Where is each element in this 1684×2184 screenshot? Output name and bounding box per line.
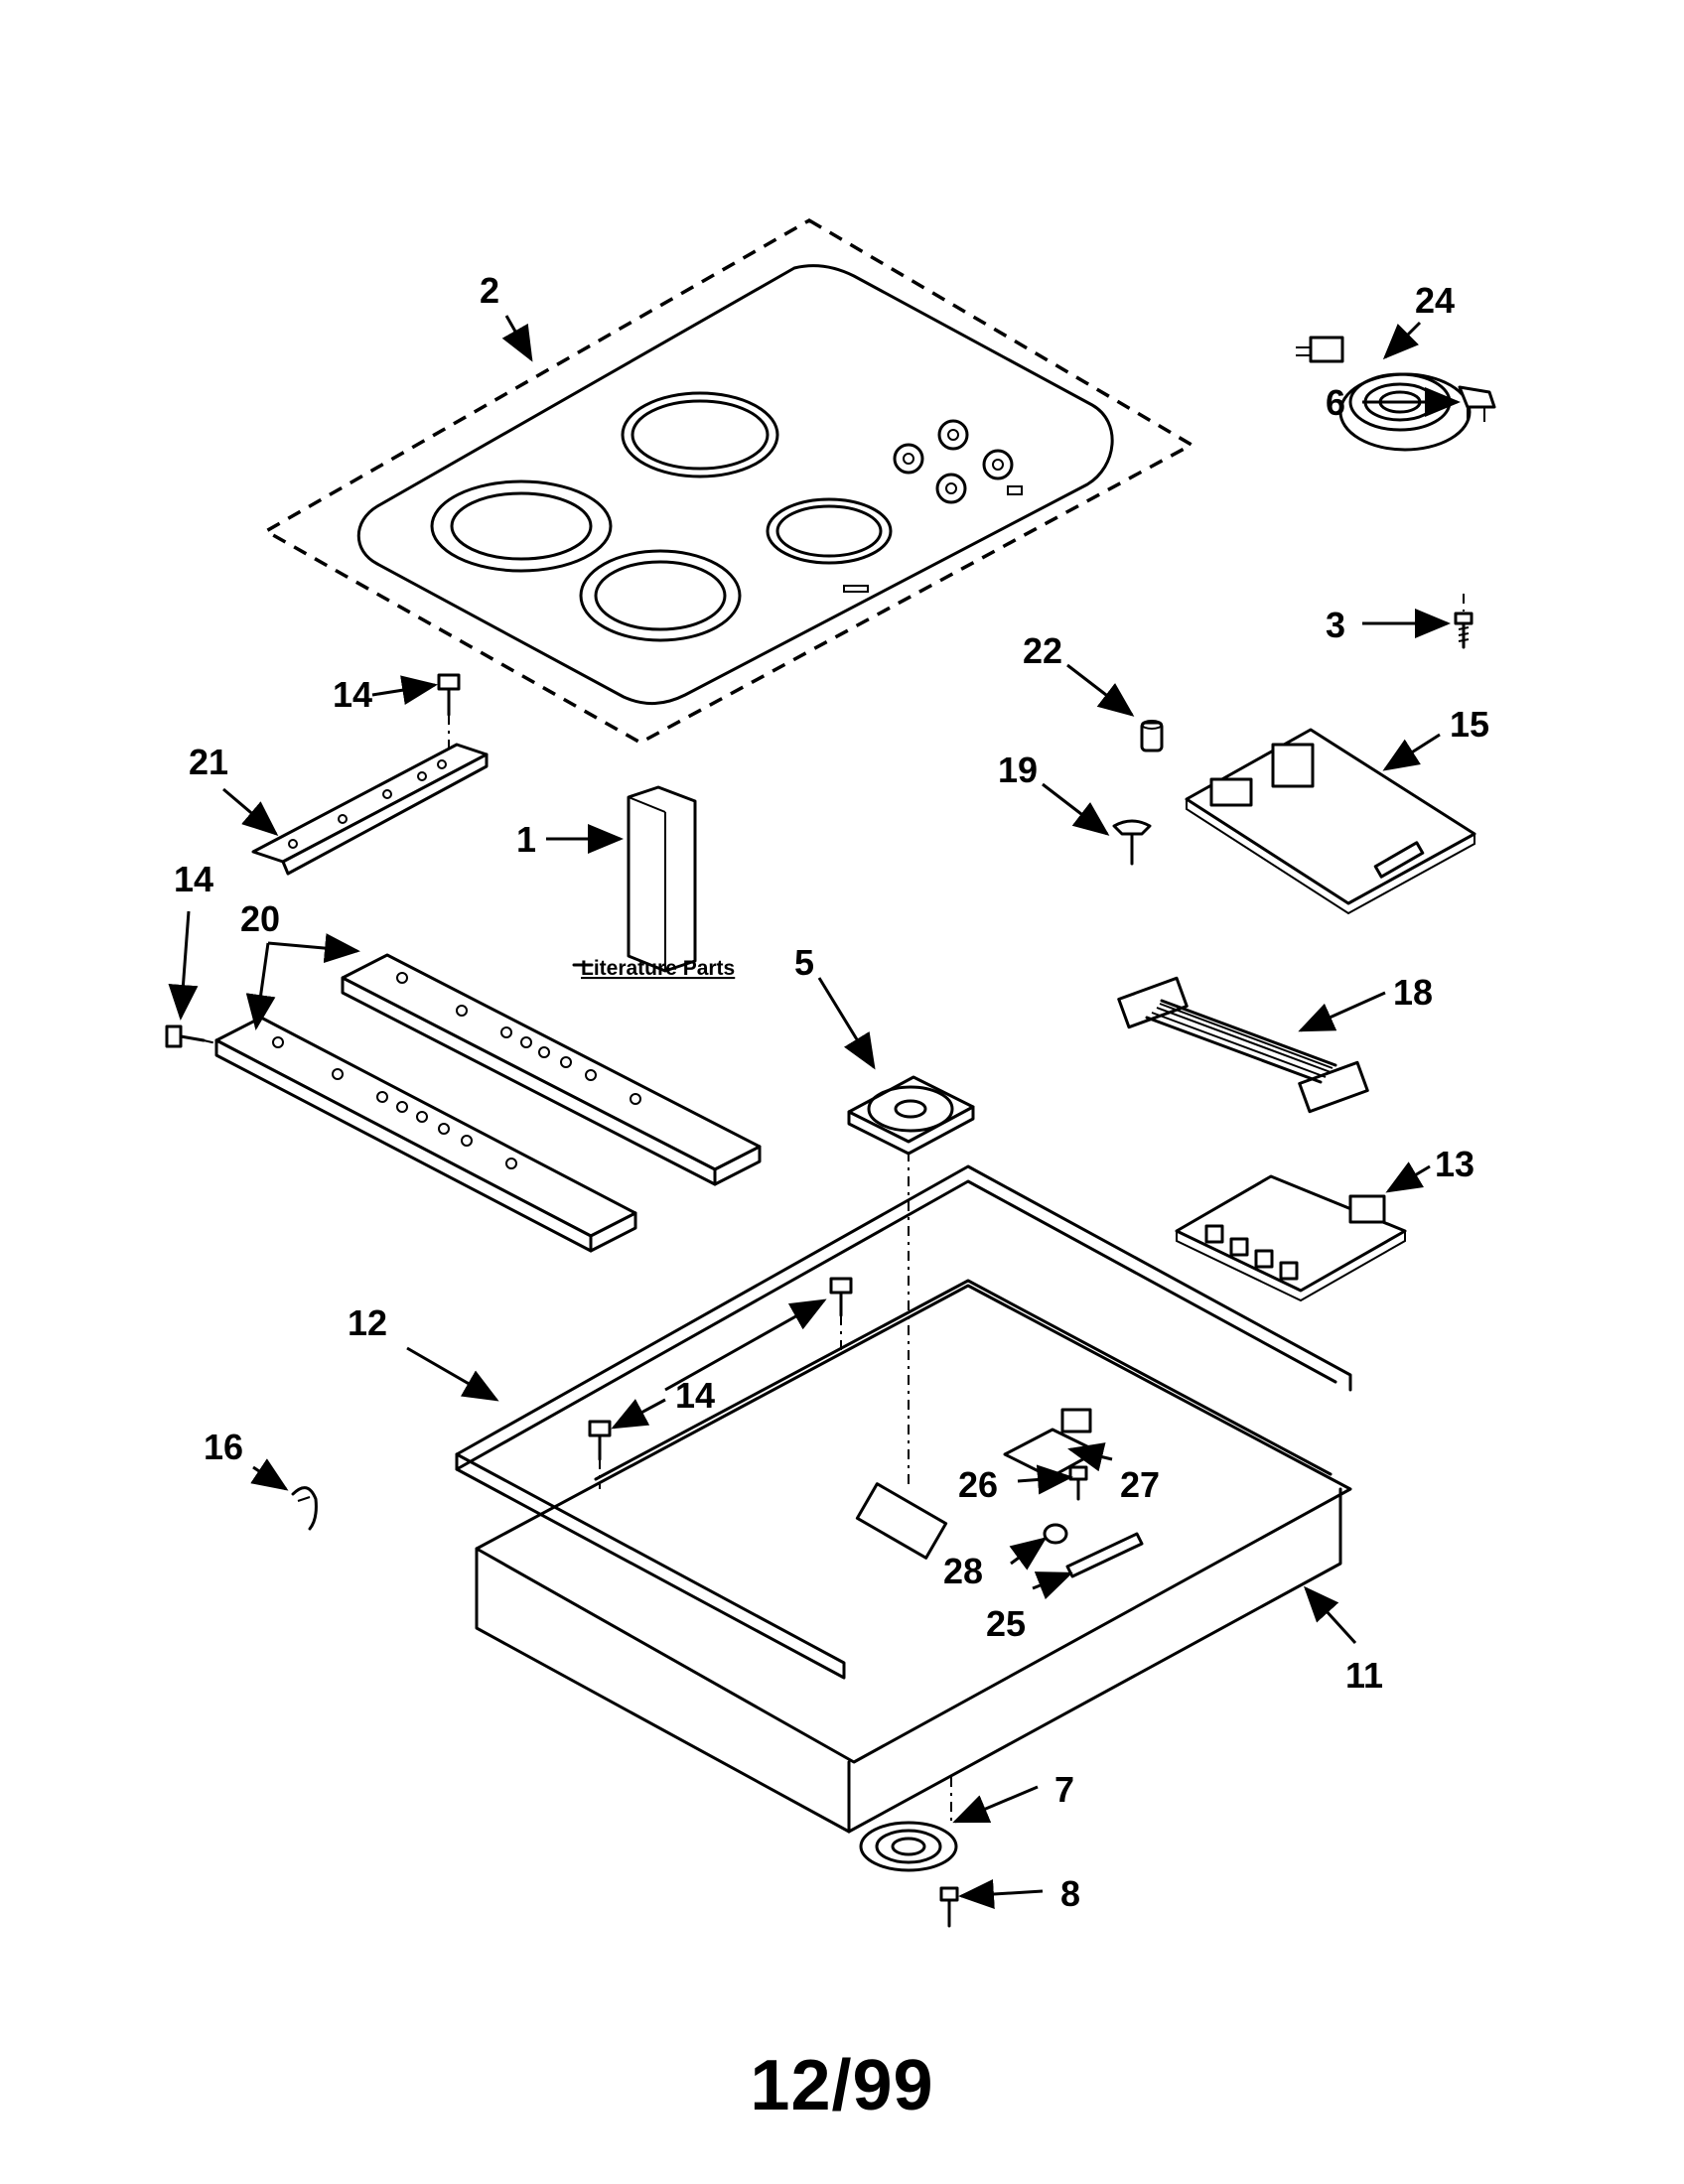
- mounting-bracket-part-20b: [214, 1016, 637, 1253]
- callout-2: 2: [480, 270, 499, 311]
- cooktop-glass-part: [262, 217, 1195, 745]
- callout-27: 27: [1120, 1464, 1160, 1505]
- push-pin-part: [1112, 819, 1152, 866]
- callout-1: 1: [516, 819, 536, 860]
- callout-11: 11: [1345, 1655, 1383, 1696]
- callout-20: 20: [240, 898, 280, 939]
- callout-6: 6: [1326, 382, 1345, 423]
- callout-25: 25: [986, 1603, 1026, 1644]
- footer-date: 12/99: [750, 2046, 934, 2125]
- burner-box-part: [475, 1279, 1352, 1834]
- callout-22: 22: [1023, 630, 1062, 671]
- screw-part-14-left: [165, 1024, 234, 1048]
- callout-15: 15: [1450, 704, 1489, 745]
- callout-3: 3: [1326, 605, 1345, 645]
- radiant-element-part: [1296, 336, 1472, 452]
- callout-7: 7: [1054, 1769, 1074, 1810]
- spacer-part: [1140, 720, 1164, 752]
- relay-board-part: [1175, 1174, 1407, 1302]
- callout-14c: 14: [675, 1375, 715, 1416]
- literature-part: Literature Parts: [572, 785, 735, 980]
- callout-28: 28: [943, 1551, 983, 1591]
- fan-guard-part: [859, 1777, 958, 1872]
- literature-label: Literature Parts: [581, 957, 735, 980]
- mounting-bracket-part-20a: [341, 953, 762, 1186]
- screw-part-8: [939, 1886, 959, 1928]
- callout-labels: 2 24 6 3 22 15 19 14 21 1 14 20 5 18 13 …: [174, 270, 1489, 1914]
- callout-14b: 14: [174, 859, 213, 899]
- element-bracket-part: [1458, 385, 1496, 422]
- screw-part-14-top: [437, 673, 461, 754]
- leader-lines: [168, 315, 1461, 1909]
- screw-part-14-mid: [829, 1277, 853, 1350]
- cooling-fan-part: [847, 1075, 975, 1489]
- callout-18: 18: [1393, 972, 1433, 1013]
- gasket-part: [455, 1164, 1352, 1680]
- callout-21: 21: [189, 742, 228, 782]
- callout-26: 26: [958, 1464, 998, 1505]
- ribbon-cable-part: [1117, 976, 1369, 1114]
- mounting-bracket-part-21: [251, 743, 489, 876]
- callout-16: 16: [204, 1427, 243, 1467]
- clip-part: [291, 1486, 318, 1531]
- nut-part-28: [1043, 1523, 1068, 1545]
- callout-24: 24: [1415, 280, 1455, 321]
- callout-8: 8: [1060, 1873, 1080, 1914]
- screw-part-3: [1454, 594, 1474, 649]
- callout-13: 13: [1435, 1144, 1474, 1184]
- callout-19: 19: [998, 750, 1038, 790]
- callout-5: 5: [794, 942, 814, 983]
- callout-12: 12: [348, 1302, 387, 1343]
- control-board-part: [1185, 728, 1476, 915]
- callout-14a: 14: [333, 674, 372, 715]
